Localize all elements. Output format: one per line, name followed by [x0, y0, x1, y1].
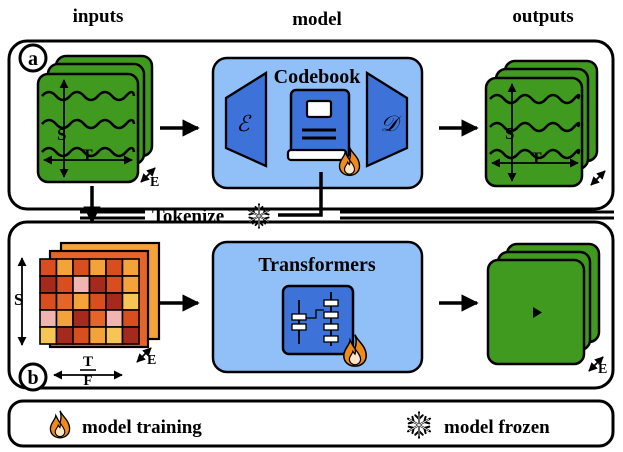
token-cell [55, 275, 74, 294]
token-cell [105, 275, 124, 294]
token-cell [88, 326, 107, 345]
legend-frame [7, 399, 615, 448]
token-cell [121, 309, 140, 328]
token-cell [39, 309, 58, 328]
header-model: model [292, 9, 342, 30]
legend-frozen-label: model frozen [444, 417, 550, 438]
token-cell [55, 292, 74, 311]
legend-training-label: model training [82, 417, 202, 438]
tokenize-label: Tokenize [152, 206, 224, 227]
panel-a-marker: a [18, 43, 48, 73]
token-cell [55, 326, 74, 345]
transformer-model: Transformers [211, 240, 424, 374]
encoder-block [224, 70, 268, 168]
axis-e-label: E [150, 175, 159, 190]
transformers-title: Transformers [258, 254, 376, 276]
grid-e-axis [136, 347, 152, 363]
output-axis-e-label: E [598, 362, 607, 377]
book-icon [286, 88, 351, 162]
panel-b-frame [7, 220, 615, 390]
output-axis-t-label: T [531, 150, 542, 167]
axis-t-label: T [82, 147, 93, 164]
token-cell [105, 326, 124, 345]
module-icon [281, 284, 355, 356]
grid-axis-s-label: S [14, 290, 23, 309]
token-cell [55, 309, 74, 328]
token-cell [121, 326, 140, 345]
output-signal-stack: S T [484, 59, 606, 188]
svg-text:a: a [28, 48, 38, 70]
token-cell [121, 258, 140, 277]
token-cell [88, 275, 107, 294]
header-inputs: inputs [73, 6, 124, 27]
token-cell [39, 275, 58, 294]
token-grid [39, 258, 140, 345]
token-cell [72, 258, 91, 277]
token-cell [88, 292, 107, 311]
grid-axis-e-label: E [147, 353, 156, 368]
snowflake-icon [405, 411, 433, 439]
decoder-symbol: 𝒟 [380, 112, 402, 137]
header-outputs: outputs [512, 6, 573, 27]
encoder-symbol: ℰ [236, 112, 252, 137]
token-cell [39, 258, 58, 277]
token-cell [105, 258, 124, 277]
grid-axis-t-label: T [83, 354, 93, 370]
input-signal-stack: S T E [36, 54, 159, 190]
panel-b-marker: b [18, 362, 48, 392]
token-cell [121, 292, 140, 311]
codebook-model: Codebook ℰ 𝒟 [211, 56, 424, 190]
token-cell [88, 258, 107, 277]
token-cell [88, 309, 107, 328]
output-axis-s-label: S [505, 124, 514, 143]
panel-a-frame [7, 39, 615, 211]
fire-icon [49, 410, 71, 439]
svg-text:b: b [27, 367, 38, 389]
token-cell [121, 275, 140, 294]
token-cell [72, 292, 91, 311]
token-cell [72, 275, 91, 294]
token-cell [72, 326, 91, 345]
token-cell [39, 326, 58, 345]
token-cell [55, 258, 74, 277]
grid-axis-f-label: F [83, 373, 92, 389]
decoder-block [365, 70, 409, 168]
codebook-to-tokenize-line [278, 172, 323, 217]
codebook-title: Codebook [274, 66, 362, 88]
token-grid-stack [39, 241, 161, 349]
generated-output-stack: E [486, 242, 607, 377]
token-cell [105, 292, 124, 311]
token-cell [72, 309, 91, 328]
play-icon [533, 307, 542, 318]
axis-s-label: S [57, 125, 66, 144]
token-cell [39, 292, 58, 311]
token-cell [105, 309, 124, 328]
